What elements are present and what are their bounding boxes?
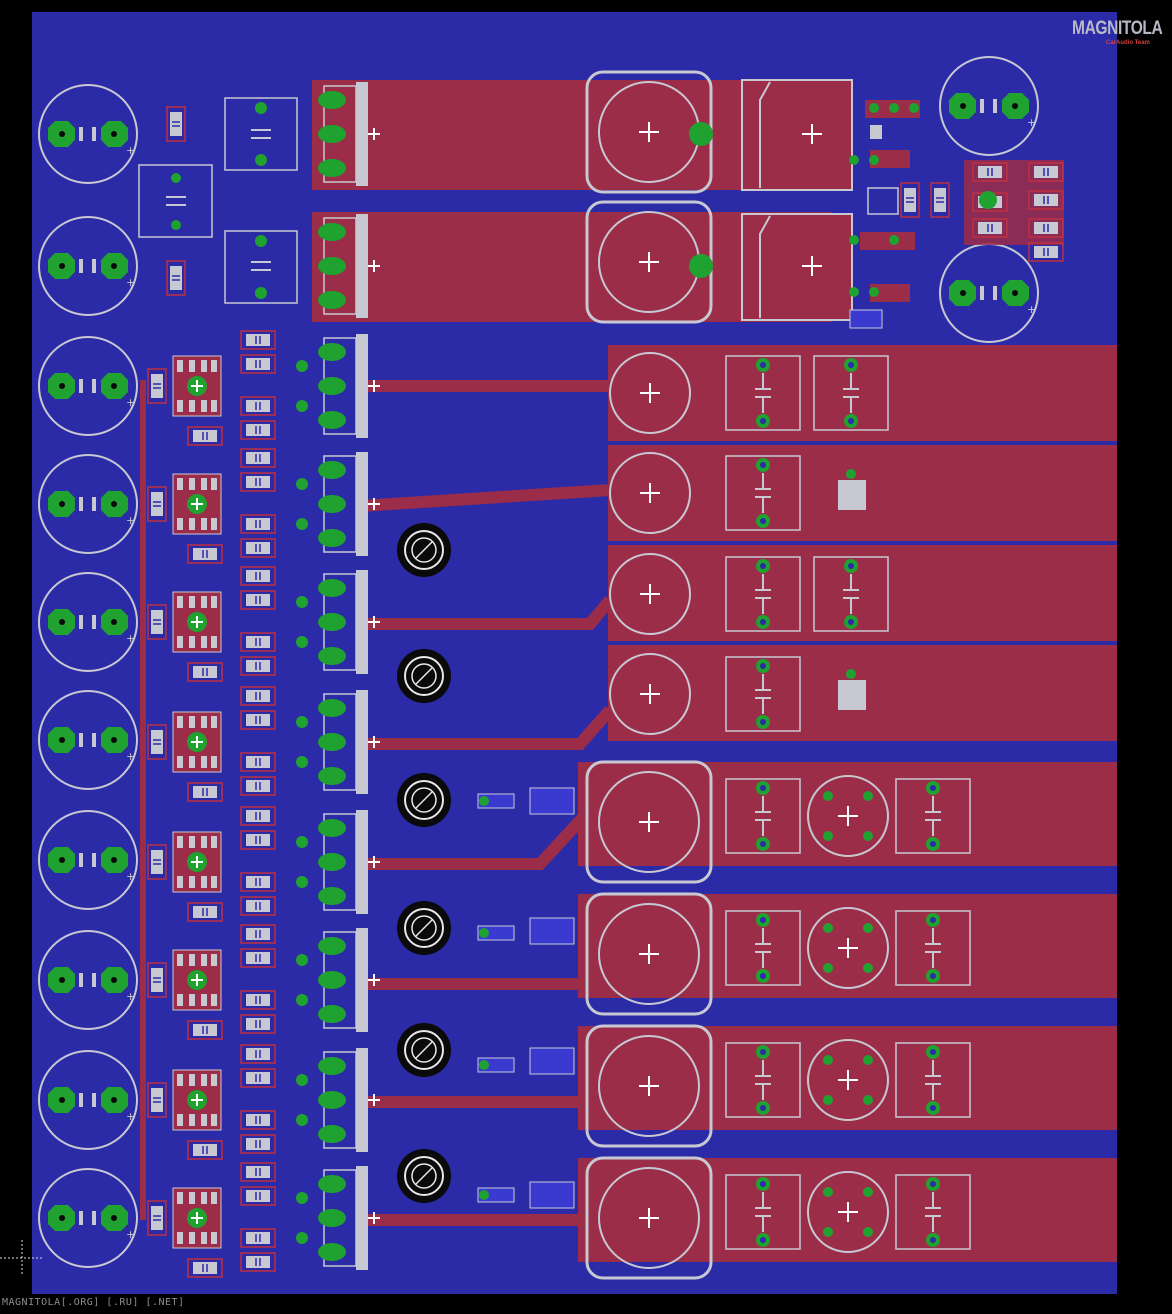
- origin-crosshair-icon: [0, 1240, 44, 1276]
- magnitola-logo: MAGNITOLA CarAudio Team: [1068, 18, 1163, 48]
- logo-tagline: CarAudio Team: [1106, 40, 1150, 46]
- logo-wordmark: MAGNITOLA: [1072, 18, 1163, 39]
- site-watermark: MAGNITOLA[.ORG] [.RU] [.NET]: [2, 1297, 185, 1308]
